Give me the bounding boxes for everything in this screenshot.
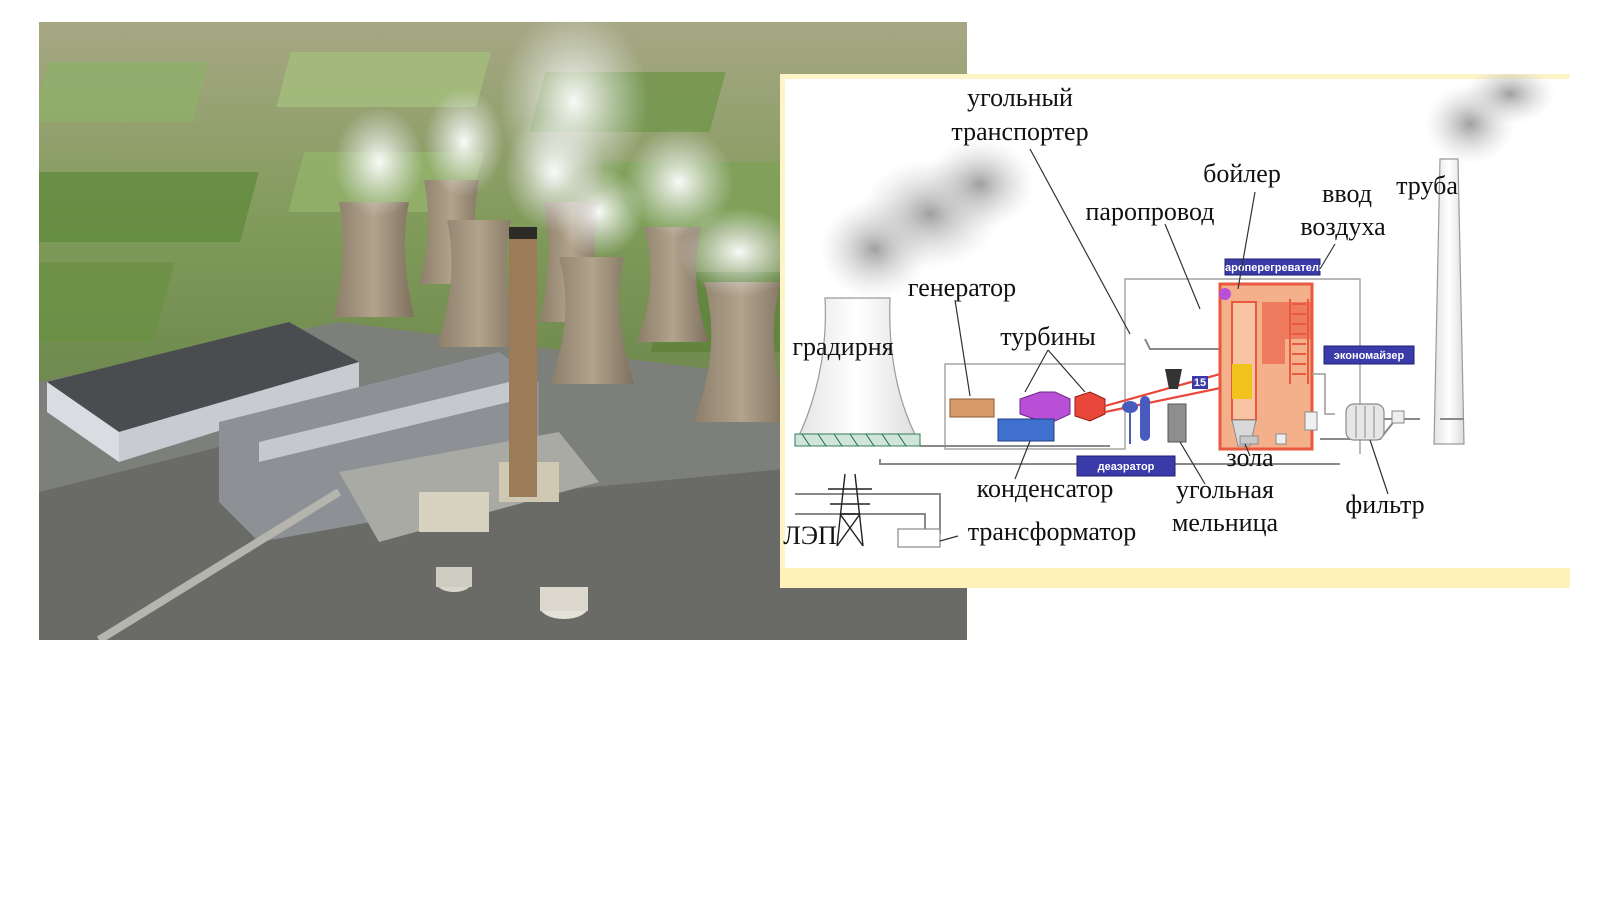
turbines [1019,391,1106,422]
transformer-label: трансформатор [968,517,1137,546]
cooling-tower-smoke [820,139,1035,299]
transmission-tower-icon [828,473,872,547]
diagram-labels: угольный транспортер бойлер паропровод в… [783,83,1458,550]
steam-pipe-label: паропровод [1086,197,1215,226]
cooling-tower-label: градирня [792,332,893,361]
steam-plumes [334,22,799,297]
deaerator-label: деаэратор [1098,461,1155,473]
tpp-schematic: пароперегреватель экономайзер деаэратор … [780,74,1570,588]
air-inlet-label-2: воздуха [1300,212,1386,241]
electrostatic-filter [1345,403,1385,441]
turbines-label: турбины [1000,322,1096,351]
chimney-smoke [1425,74,1555,164]
coal-conveyor-label-1: угольный [967,83,1073,112]
cooling-towers [334,180,789,422]
coal-mill-label-1: угольная [1176,475,1274,504]
air-inlet-label-1: ввод [1322,179,1372,208]
ash-label: зола [1226,443,1274,472]
superheater-box [1224,258,1321,276]
coal-conveyor-label-2: транспортер [951,117,1088,146]
deaerator-box [1076,455,1176,477]
tag-15-box [1192,376,1208,389]
boiler-house [1124,278,1361,454]
superheater-label: пароперегреватель [1218,262,1325,274]
tpp-schematic-art: пароперегреватель экономайзер деаэратор … [780,74,1570,588]
generator-label: генератор [908,273,1016,302]
economizer-label: экономайзер [1334,350,1405,362]
coal-mill-label-2: мельница [1172,508,1279,537]
condenser-label: конденсатор [977,474,1114,503]
generator [949,398,995,418]
transformer [897,528,941,548]
power-line-label: ЛЭП [783,521,837,550]
boiler [1218,282,1314,451]
chimney-stack [509,227,537,497]
condenser [997,418,1055,442]
chimney-label: труба [1396,171,1458,200]
economizer-coils [1289,299,1309,384]
tag-15-label: 15 [1194,377,1206,389]
boiler-label: бойлер [1203,159,1281,188]
chimney [1433,158,1465,445]
filter-label: фильтр [1345,490,1424,519]
leader-lines [939,148,1389,542]
economizer-box [1323,345,1415,365]
